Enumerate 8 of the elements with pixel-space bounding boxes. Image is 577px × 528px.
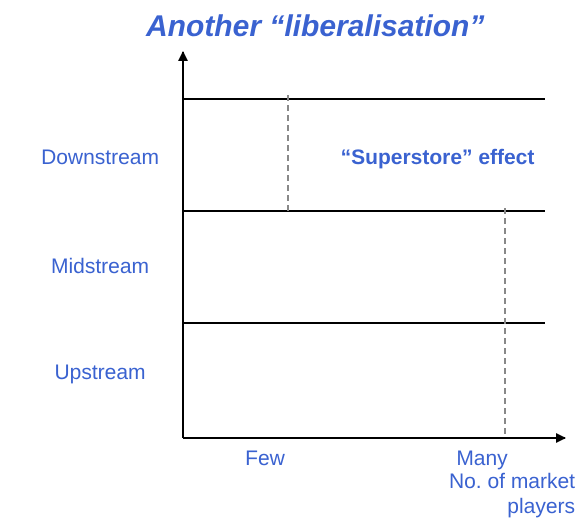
title: Another “liberalisation” xyxy=(146,10,484,44)
tick-label: Few xyxy=(244,447,286,471)
tick-label: Many xyxy=(455,447,509,471)
axis-label: Midstream xyxy=(50,255,150,279)
effect-label: “Superstore” effect xyxy=(340,146,536,170)
axis-label: Downstream xyxy=(40,146,160,170)
axis-label: Upstream xyxy=(53,361,147,385)
axis-title: No. of market players xyxy=(448,470,575,519)
